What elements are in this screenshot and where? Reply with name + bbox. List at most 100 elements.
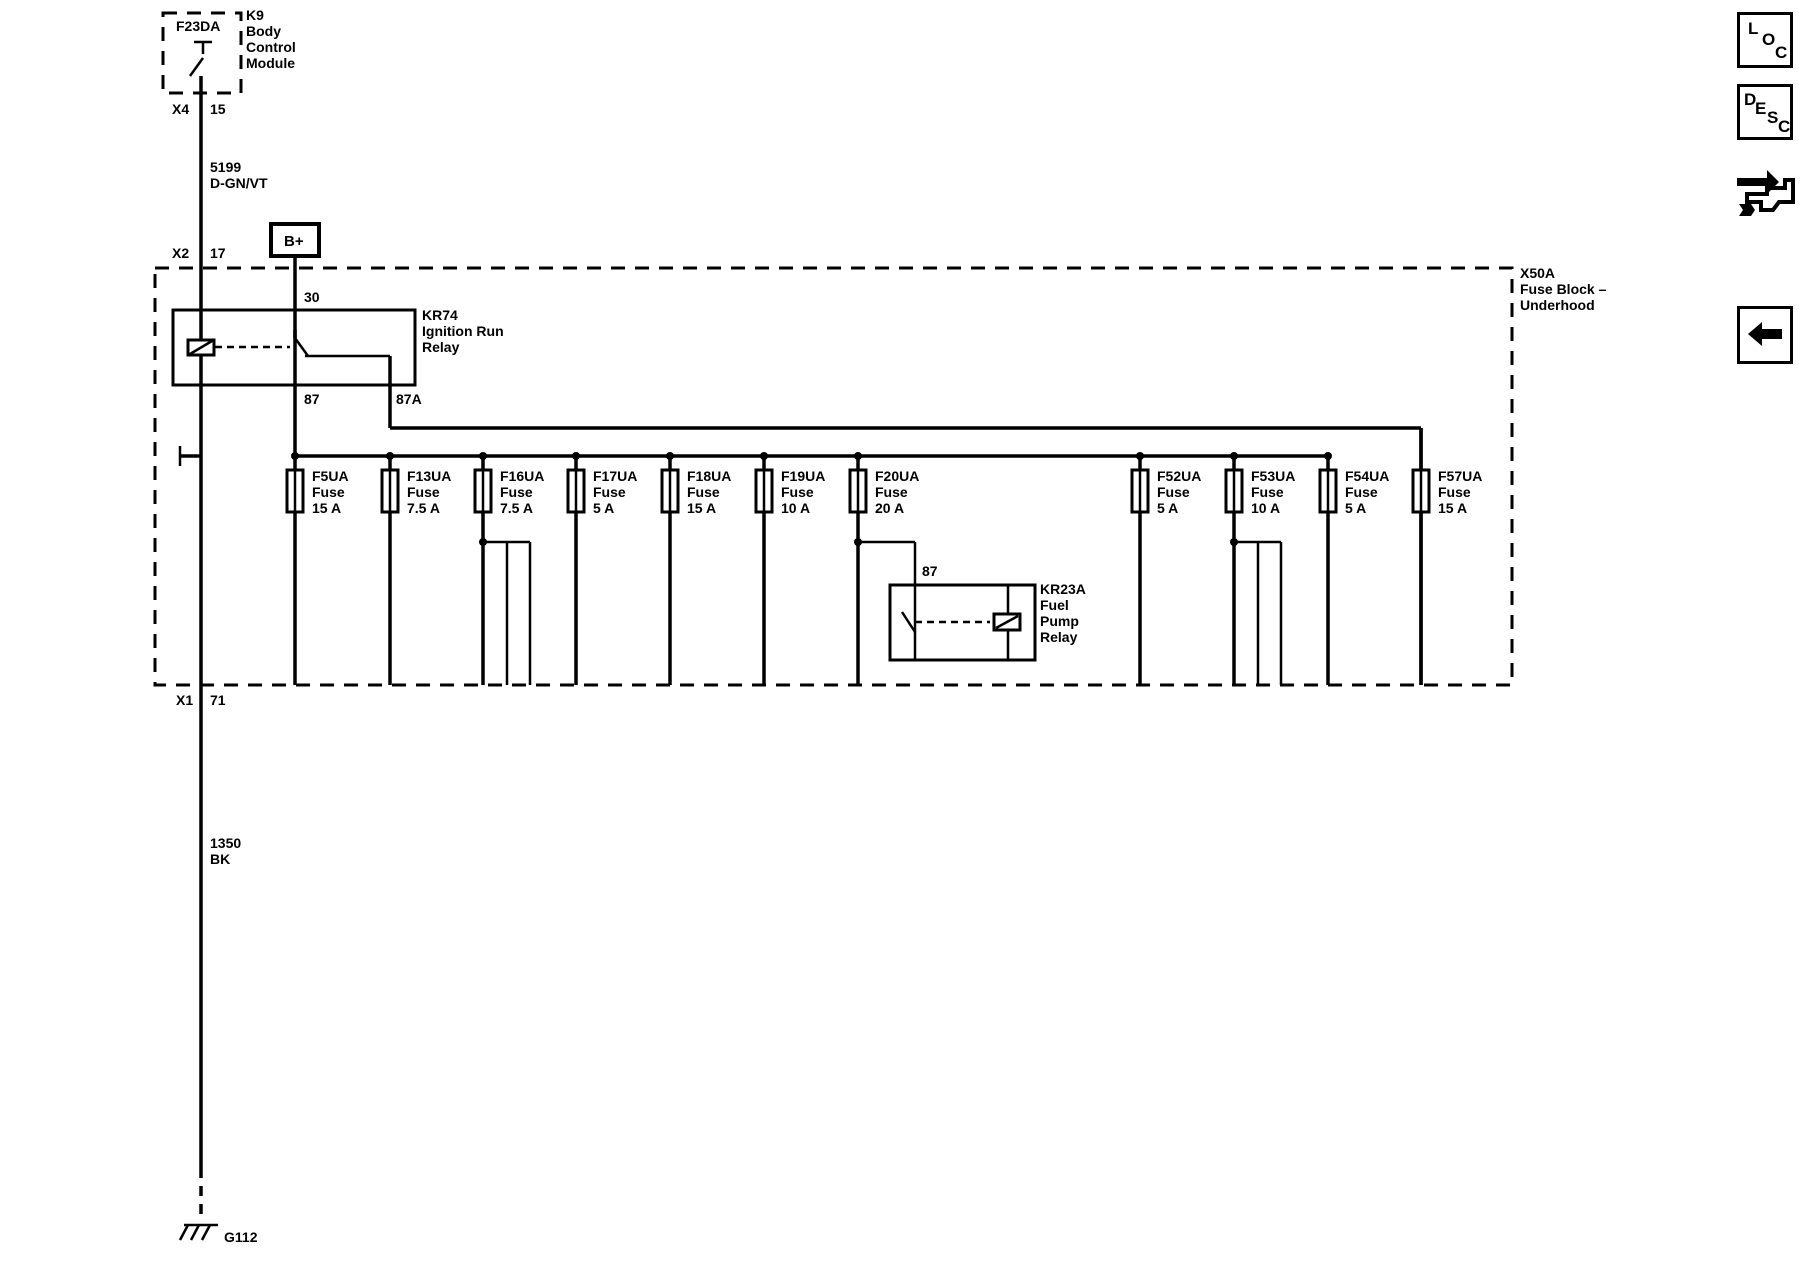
back-arrow-icon (1748, 322, 1782, 346)
fuse-rating: 7.5 A (500, 500, 533, 516)
kr74-pin-30: 30 (304, 289, 320, 305)
fuse-rating: 20 A (875, 500, 904, 516)
kr23a-coil-symbol (992, 585, 1022, 660)
back-button[interactable] (1737, 306, 1793, 364)
wrench-connector-icon[interactable] (1733, 158, 1795, 220)
fuse-type: Fuse (593, 484, 626, 500)
fuse-id: F13UA (407, 468, 451, 484)
fuse-rating: 5 A (1157, 500, 1178, 516)
loc-letter-o: O (1762, 30, 1776, 49)
kr74-coil-symbol (186, 338, 290, 357)
fuse-id: F5UA (312, 468, 349, 484)
bplus-label: B+ (284, 233, 304, 250)
fuse-type: Fuse (312, 484, 345, 500)
fuse-rating: 5 A (1345, 500, 1366, 516)
ground-icon (178, 1223, 218, 1241)
kr74-id: KR74 (422, 307, 458, 323)
wire-bottom-circuit: 1350 (210, 835, 241, 851)
fuse-type: Fuse (875, 484, 908, 500)
kr23a-name-2: Pump (1040, 613, 1079, 629)
f53ua-extra-drops (1234, 540, 1283, 685)
fuse-block-outline (153, 266, 1514, 687)
fuse-id: F52UA (1157, 468, 1201, 484)
x1-pin-label: 71 (210, 692, 226, 708)
fuse-rating: 10 A (781, 500, 810, 516)
kr74-pin-87a: 87A (396, 391, 422, 407)
kr74-relay-box (171, 308, 417, 387)
fuse-type: Fuse (1438, 484, 1471, 500)
loc-letter-c: C (1775, 43, 1788, 62)
x2-pin-label: 17 (210, 245, 226, 261)
module-name-line-1: Body (246, 23, 281, 39)
fuse-id: F18UA (687, 468, 731, 484)
fuse-id: F17UA (593, 468, 637, 484)
kr74-pin-87: 87 (304, 391, 320, 407)
x1-connector-label: X1 (176, 692, 193, 708)
fuse-rating: 15 A (312, 500, 341, 516)
fuse-block-name-1: Fuse Block – (1520, 281, 1607, 297)
fuse-id: F53UA (1251, 468, 1295, 484)
fuse-id: F16UA (500, 468, 544, 484)
fuse-rating: 7.5 A (407, 500, 440, 516)
fuse-rating: 5 A (593, 500, 614, 516)
module-id: K9 (246, 7, 264, 23)
kr23a-name-3: Relay (1040, 629, 1078, 645)
x4-connector-label: X4 (172, 101, 189, 117)
kr23a-pin-87: 87 (922, 563, 938, 579)
fuse-id: F57UA (1438, 468, 1482, 484)
fuse-id: F19UA (781, 468, 825, 484)
wire-top-color: D-GN/VT (210, 175, 268, 191)
desc-letter-e: E (1755, 99, 1767, 118)
fuse-type: Fuse (1251, 484, 1284, 500)
x2-connector-label: X2 (172, 245, 189, 261)
kr23a-id: KR23A (1040, 581, 1086, 597)
fuse-block-id: X50A (1520, 265, 1555, 281)
fuse-type: Fuse (407, 484, 440, 500)
fuse-rating: 10 A (1251, 500, 1280, 516)
desc-letter-s: S (1767, 108, 1779, 127)
splice-stub-symbol (178, 446, 201, 466)
module-name-line-2: Control (246, 39, 296, 55)
fuse-rating: 15 A (1438, 500, 1467, 516)
module-name-line-3: Module (246, 55, 295, 71)
fuse-type: Fuse (1157, 484, 1190, 500)
f20ua-branch (858, 540, 917, 660)
fuse-type: Fuse (781, 484, 814, 500)
desc-letter-c: C (1778, 117, 1791, 136)
kr74-switch-symbol (293, 330, 392, 428)
kr74-name-1: Ignition Run (422, 323, 504, 339)
kr23a-switch-symbol (900, 611, 990, 633)
x4-pin-label: 15 (210, 101, 226, 117)
fuse-block-name-2: Underhood (1520, 297, 1595, 313)
kr74-name-2: Relay (422, 339, 460, 355)
fuse-id: F20UA (875, 468, 919, 484)
loc-letter-l: L (1748, 19, 1759, 38)
wire-top-circuit: 5199 (210, 159, 241, 175)
wire-bottom-color: BK (210, 851, 230, 867)
loc-button[interactable]: L O C (1737, 12, 1793, 68)
fuse-type: Fuse (687, 484, 720, 500)
f16ua-extra-drops (483, 540, 532, 685)
desc-button[interactable]: D E S C (1737, 84, 1793, 140)
kr23a-name-1: Fuel (1040, 597, 1069, 613)
fuse-rating: 15 A (687, 500, 716, 516)
module-switch-symbol (188, 40, 212, 93)
module-fuse-label: F23DA (176, 18, 220, 34)
kr23a-relay-box (888, 583, 1037, 662)
fuse-type: Fuse (1345, 484, 1378, 500)
fuse-type: Fuse (500, 484, 533, 500)
fuse-id: F54UA (1345, 468, 1389, 484)
